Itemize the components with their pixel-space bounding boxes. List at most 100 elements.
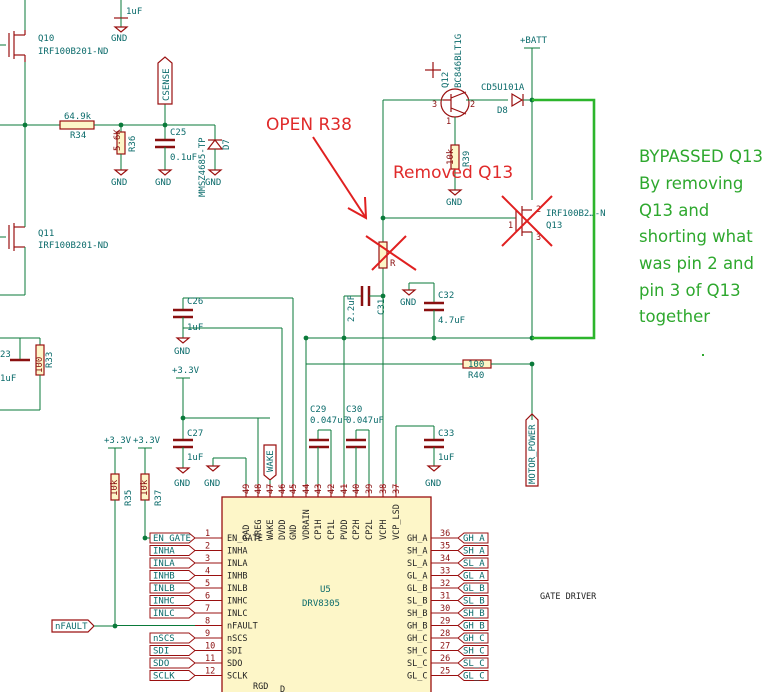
pin-number: 35: [440, 542, 450, 552]
pin-name: PAD: [242, 525, 252, 540]
c-top-value: 1uF: [126, 7, 142, 17]
bottom-pin-name: RGD: [253, 682, 268, 692]
r35-r37: +3.3V +3.3V 10k R35 10k R37: [104, 436, 164, 629]
pin-name: CP2L: [365, 520, 375, 540]
net-label-box: [149, 670, 196, 681]
c31-value: 2.2uF: [347, 295, 357, 322]
pin-number: 2: [205, 542, 210, 552]
c26-cap: C26 1uF GND: [173, 297, 293, 357]
net-label-box: [457, 607, 489, 619]
u5-ref: U5: [320, 585, 331, 595]
net-label-box: [149, 570, 196, 581]
q12-pin3: 3: [432, 100, 437, 110]
bypass-line: Q13 and: [639, 201, 709, 220]
open-r38-text: OPEN R38: [266, 115, 352, 135]
pin-name: PVDD: [340, 520, 350, 540]
q13-value: IRF100B2…-N: [546, 209, 606, 219]
pin-name: SDO: [227, 659, 242, 669]
c33-ref: C33: [438, 429, 454, 439]
net-label: SH_A: [463, 547, 485, 557]
pin-number: 41: [340, 484, 350, 494]
c23-value: 1uF: [0, 374, 16, 384]
net-label-box: [149, 582, 196, 594]
bypass-line: was pin 2 and: [639, 254, 754, 273]
pin-name: SH_C: [407, 647, 427, 657]
net-label: SL_B: [463, 597, 485, 607]
pin-name: SL_A: [407, 559, 427, 569]
gate-driver-label: GATE DRIVER: [540, 592, 597, 602]
pin-number: 43: [314, 484, 324, 494]
r33-value: 100: [35, 357, 45, 373]
net-label-box: [457, 557, 489, 569]
pin-number: 4: [205, 567, 210, 577]
pin-number: 48: [254, 484, 264, 494]
c31-ref: C31: [377, 299, 387, 315]
c29-c30: C29 0.047uF C30 0.047uF: [309, 405, 384, 484]
csense-network: 64.9k R34 5.6K R36 GND CSENSE C25 0.1uF …: [0, 56, 232, 197]
c27-ref: C27: [187, 429, 203, 439]
pin-name: DVDD: [278, 520, 288, 540]
d8-ref: D8: [497, 106, 508, 116]
net-label-box: [149, 607, 196, 619]
r40-resistor: 100 R40: [306, 359, 535, 381]
pin-name: CP1L: [327, 520, 337, 540]
pin-number: 3: [205, 554, 210, 564]
r36-value: 5.6K: [113, 129, 123, 151]
net-label-box: [457, 532, 489, 544]
q12-ref: Q12: [441, 72, 451, 88]
pin-name: VCP_LSD: [392, 504, 402, 540]
net-label-box: [457, 582, 489, 594]
pin-number: 49: [242, 484, 252, 494]
motor-power-label: MOTOR_POWER: [528, 424, 538, 484]
pin-number: 47: [266, 484, 276, 494]
net-label-box: [457, 645, 489, 656]
d8-value: CD5U101A: [481, 83, 525, 93]
bypass-line: together: [639, 307, 710, 326]
c26-value: 1uF: [187, 323, 203, 333]
pin-name: SH_B: [407, 609, 427, 619]
net-label: GH_B: [463, 622, 485, 632]
pin-name: VDRAIN: [302, 509, 312, 540]
wake-label: WAKE: [266, 450, 276, 472]
pin-number: 46: [278, 484, 288, 494]
bottom-pin-name: D: [280, 685, 285, 692]
pin-name: INLB: [227, 584, 247, 594]
net-label-box: [457, 595, 489, 606]
pin-number: 1: [205, 529, 210, 539]
pin-number: 45: [289, 484, 299, 494]
net-label: INLA: [153, 559, 175, 569]
gnd-label: GND: [111, 34, 127, 44]
net-label-box: [457, 657, 489, 669]
pin-number: 33: [440, 567, 450, 577]
gnd-label: GND: [155, 178, 171, 188]
pin-number: 25: [440, 667, 450, 677]
c32-ref: C32: [438, 291, 454, 301]
net-label: GL_A: [463, 572, 485, 582]
net-label-box: [149, 595, 196, 606]
net-label-box: [457, 632, 489, 644]
bypass-line: BYPASSED Q13: [639, 147, 763, 166]
gnd-label: GND: [446, 198, 462, 208]
d7-ref: D7: [222, 139, 232, 150]
net-label: SL_C: [463, 659, 485, 669]
pin-number: 11: [205, 654, 215, 664]
pin-name: INHB: [227, 572, 247, 582]
c26-ref: C26: [187, 297, 203, 307]
q12-pin2: 2: [470, 100, 475, 110]
net-label-box: [457, 620, 489, 631]
pin-number: 12: [205, 667, 215, 677]
net-label: SL_A: [463, 559, 485, 569]
q13-pin3: 3: [536, 233, 541, 243]
gnd-label: GND: [174, 347, 190, 357]
q13-pin1: 1: [508, 221, 513, 231]
pin-number: 6: [205, 592, 210, 602]
net-label-box: [149, 632, 196, 644]
net-label-box: [149, 532, 196, 544]
pin-number: 28: [440, 629, 450, 639]
pin-name: WAKE: [266, 520, 276, 540]
c25-ref: C25: [170, 128, 186, 138]
motor-power-net: MOTOR_POWER: [525, 364, 539, 487]
